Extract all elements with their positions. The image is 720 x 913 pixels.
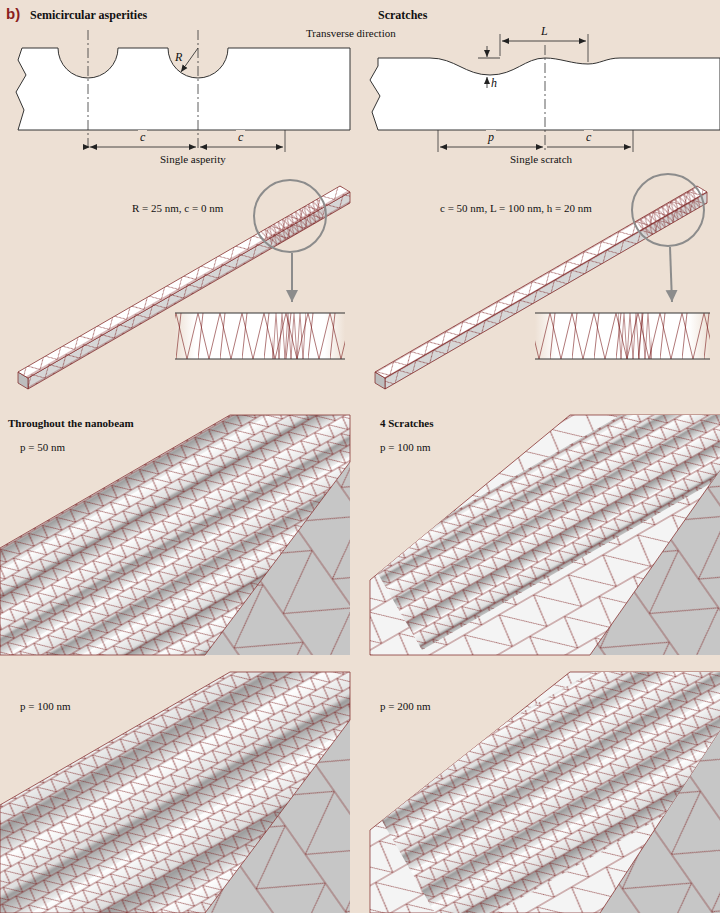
surface-mesh-panel (370, 672, 720, 913)
dimension-symbol: c (236, 130, 245, 144)
parameter-label: p = 200 nm (378, 700, 433, 713)
meshed-beam (535, 313, 710, 314)
surface-mesh-panel (370, 672, 720, 913)
asperity-schematic (285, 130, 286, 152)
scratch-schematic (478, 58, 500, 59)
surface-mesh-panel (0, 672, 350, 913)
meshed-beam (535, 313, 710, 359)
meshed-beam (175, 313, 345, 359)
scratch-schematic (440, 147, 543, 148)
asperity-schematic (16, 30, 350, 152)
dimension-symbol: L (539, 24, 550, 38)
asperity-schematic (16, 48, 350, 130)
surface-mesh-panel (0, 672, 350, 913)
meshed-beam (535, 359, 710, 360)
scratch-schematic (500, 34, 501, 56)
arrow-start (90, 144, 97, 150)
meshed-beam (291, 253, 293, 302)
scratch-schematic (588, 34, 589, 62)
surface-mesh-panel (370, 415, 720, 655)
surface-mesh-panel (0, 415, 350, 655)
caption-label: Single asperity (160, 153, 226, 166)
surface-mesh-panel (370, 415, 720, 655)
scratch-schematic (502, 41, 586, 42)
surface-mesh-panel (0, 415, 350, 655)
meshed-beam (632, 174, 704, 246)
section-heading: Scratches (378, 8, 427, 22)
parameter-label: p = 100 nm (18, 700, 73, 713)
meshed-beam (272, 313, 306, 359)
scratch-schematic (370, 34, 720, 152)
dimension-symbol: R (175, 50, 182, 64)
meshed-beam (18, 186, 350, 389)
meshed-beam (175, 313, 345, 359)
parameter-label: p = 100 nm (378, 441, 433, 454)
surface-mesh-panel (0, 672, 350, 913)
meshed-beam (18, 186, 350, 389)
caption-label: Single scratch (510, 153, 572, 166)
surface-mesh-panel (370, 415, 720, 655)
surface-mesh-panel (0, 672, 350, 913)
scratch-schematic (547, 147, 631, 148)
asperity-schematic (200, 147, 283, 148)
surface-mesh-panel (370, 415, 720, 655)
meshed-beam (175, 313, 345, 314)
scratch-schematic (502, 38, 509, 44)
panel-label: b) (6, 5, 20, 23)
scratch-schematic (487, 77, 488, 88)
surface-mesh-panel (370, 415, 720, 655)
dimension-symbol: h (491, 76, 497, 90)
meshed-beam (254, 180, 326, 252)
meshed-beam (618, 313, 652, 359)
scratch-schematic (633, 130, 634, 152)
parameter-label: p = 50 nm (18, 441, 67, 454)
meshed-beam (670, 247, 672, 302)
parameter-label: R = 25 nm, c = 0 nm (132, 202, 223, 215)
surface-mesh-panel (370, 672, 720, 913)
panel-heading: 4 Scratches (378, 417, 435, 430)
surface-mesh-panel (0, 415, 350, 655)
meshed-beam (175, 359, 345, 360)
meshed-beam (535, 313, 710, 359)
scratch-schematic (545, 45, 546, 150)
meshed-beam (18, 180, 350, 389)
arrow-start (90, 144, 207, 150)
meshed-beam (375, 174, 710, 389)
surface-mesh-panel (370, 672, 720, 913)
surface-mesh-panel (370, 672, 720, 913)
surface-mesh-panel (370, 672, 720, 913)
surface-mesh-panel (370, 415, 720, 655)
section-heading: Semicircular asperities (30, 8, 147, 22)
asperity-schematic (90, 147, 196, 148)
dimension-symbol: p (486, 130, 496, 144)
parameter-label: c = 50 nm, L = 100 nm, h = 20 nm (440, 202, 592, 215)
scratch-schematic (438, 130, 439, 152)
surface-mesh-panel (0, 415, 350, 655)
dimension-symbol: c (584, 130, 593, 144)
dimension-symbol: c (138, 130, 147, 144)
scratch-schematic (440, 144, 447, 150)
asperity-schematic (181, 48, 198, 72)
scratch-schematic (487, 46, 488, 57)
direction-note: Transverse direction (306, 27, 396, 40)
panel-heading: Throughout the nanobeam (6, 417, 136, 430)
arrow-start (200, 144, 207, 150)
asperity-schematic (88, 30, 89, 150)
